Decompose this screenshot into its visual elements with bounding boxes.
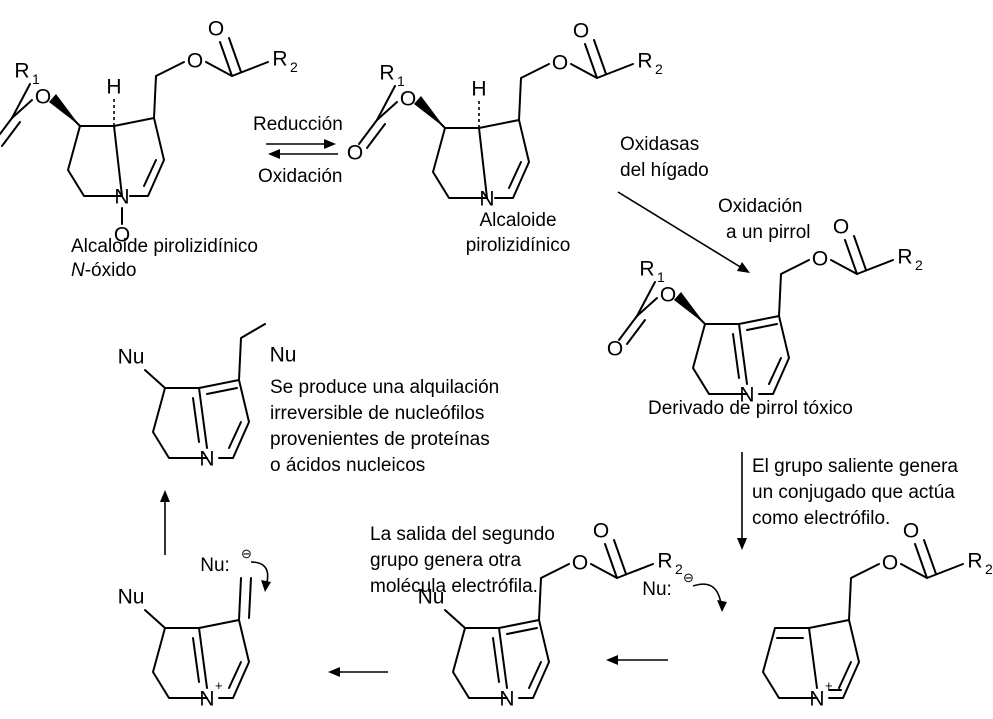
n-oxide-label-line1: Alcaloide pirolizidínico: [71, 236, 258, 257]
atom-r1: R: [639, 258, 654, 281]
nu-substituted-ester-molecule: Nu O O R 2 N: [418, 520, 683, 711]
atom-r1-sub: 1: [32, 71, 40, 87]
atom-o: O: [882, 552, 898, 575]
step-arrow-up: [160, 490, 170, 555]
toxic-pyrrole-molecule: O O R 1 O O R 2 N: [607, 216, 923, 407]
negative-charge: ⊖: [241, 546, 252, 561]
nucleophile-label: Nu:: [200, 555, 230, 576]
alkylation-line2: irreversible de nucleófilos: [270, 403, 484, 424]
liver-oxidases-line2: del hígado: [620, 160, 709, 181]
conjugated-electrophile-molecule: O O R 2 N + Nu: ⊖: [642, 520, 993, 711]
equilibrium-arrows: Reducción Oxidación: [253, 114, 343, 187]
alkylation-line4: o ácidos nucleicos: [270, 455, 425, 476]
pyrrole-oxidation-line2: a un pirrol: [726, 222, 811, 243]
atom-r1-sub: 1: [657, 269, 665, 285]
atom-o: O: [400, 88, 416, 111]
oxidation-label: Oxidación: [258, 166, 343, 187]
liver-oxidases-line1: Oxidasas: [620, 134, 699, 155]
step-arrow-1: [606, 655, 668, 665]
atom-o: O: [660, 284, 676, 307]
atom-r2: R: [967, 550, 982, 573]
atom-n: N: [199, 688, 214, 711]
second-group-line3: molécula electrófila.: [370, 576, 538, 597]
n-oxide-label-line2: N-óxido: [71, 260, 136, 281]
atom-r1: R: [14, 60, 29, 83]
alkaloid-molecule: O O R 1 O O R 2 H N: [347, 20, 663, 211]
atom-n: N: [114, 186, 129, 209]
positive-charge: +: [825, 678, 833, 693]
alkylation-line3: provenientes de proteínas: [270, 429, 490, 450]
azafulvenium-molecule: Nu N + Nu: ⊖: [118, 546, 271, 711]
atom-o: O: [593, 520, 609, 543]
second-group-note: La salida del segundo grupo genera otra …: [370, 524, 555, 597]
toxic-pyrrole-label: Derivado de pirrol tóxico: [648, 398, 853, 419]
atom-n: N: [809, 688, 824, 711]
nucleophile-label: Nu:: [642, 579, 672, 600]
alkaloid-label-line2: pirolizidínico: [466, 235, 571, 256]
atom-r1-sub: 1: [397, 73, 405, 89]
step-arrow-2: [328, 667, 388, 677]
atom-r2-sub: 2: [915, 257, 923, 273]
atom-o: O: [572, 552, 588, 575]
n-oxide-molecule: O O R 1 O O R 2 H N O: [0, 18, 298, 247]
atom-r2: R: [897, 246, 912, 269]
atom-n: N: [479, 188, 494, 211]
atom-nu: Nu: [118, 586, 145, 609]
atom-nu: Nu: [270, 344, 297, 367]
atom-n: N: [499, 688, 514, 711]
leaving-group-line1: El grupo saliente genera: [752, 456, 958, 477]
atom-o: O: [833, 216, 849, 239]
leaving-group-step: El grupo saliente genera un conjugado qu…: [737, 452, 958, 550]
second-group-line2: grupo genera otra: [370, 550, 521, 571]
atom-o: O: [573, 20, 589, 43]
alkylation-note: Se produce una alquilación irreversible …: [270, 377, 499, 476]
atom-nu: Nu: [418, 586, 445, 609]
oxidation-arrow: Oxidasas del hígado Oxidación a un pirro…: [617, 134, 811, 273]
atom-r2: R: [272, 48, 287, 71]
atom-o: O: [187, 50, 203, 73]
second-group-line1: La salida del segundo: [370, 524, 555, 545]
atom-h: H: [106, 76, 121, 99]
atom-o: O: [903, 520, 919, 543]
negative-charge: ⊖: [683, 570, 694, 585]
atom-h: H: [471, 78, 486, 101]
atom-r2-sub: 2: [655, 61, 663, 77]
atom-o: O: [35, 86, 51, 109]
atom-n: N: [739, 384, 754, 407]
atom-r2-sub: 2: [675, 561, 683, 577]
atom-r2: R: [637, 50, 652, 73]
atom-r2-sub: 2: [290, 59, 298, 75]
atom-r2-sub: 2: [985, 561, 993, 577]
leaving-group-line2: un conjugado que actúa: [752, 482, 955, 503]
atom-r2: R: [657, 550, 672, 573]
atom-o: O: [114, 224, 130, 247]
atom-r1: R: [379, 62, 394, 85]
atom-n: N: [199, 448, 214, 471]
atom-o: O: [552, 52, 568, 75]
alkylated-product-molecule: Nu Nu N: [118, 323, 297, 471]
reduction-label: Reducción: [253, 114, 343, 135]
alkaloid-label-line1: Alcaloide: [479, 210, 556, 231]
atom-nu: Nu: [118, 346, 145, 369]
leaving-group-line3: como electrófilo.: [752, 508, 890, 529]
positive-charge: +: [215, 678, 223, 693]
pyrrole-oxidation-line1: Oxidación: [718, 196, 803, 217]
atom-o: O: [812, 248, 828, 271]
atom-o: O: [347, 142, 363, 165]
alkylation-line1: Se produce una alquilación: [270, 377, 499, 398]
atom-o: O: [607, 338, 623, 361]
atom-o: O: [208, 18, 224, 41]
